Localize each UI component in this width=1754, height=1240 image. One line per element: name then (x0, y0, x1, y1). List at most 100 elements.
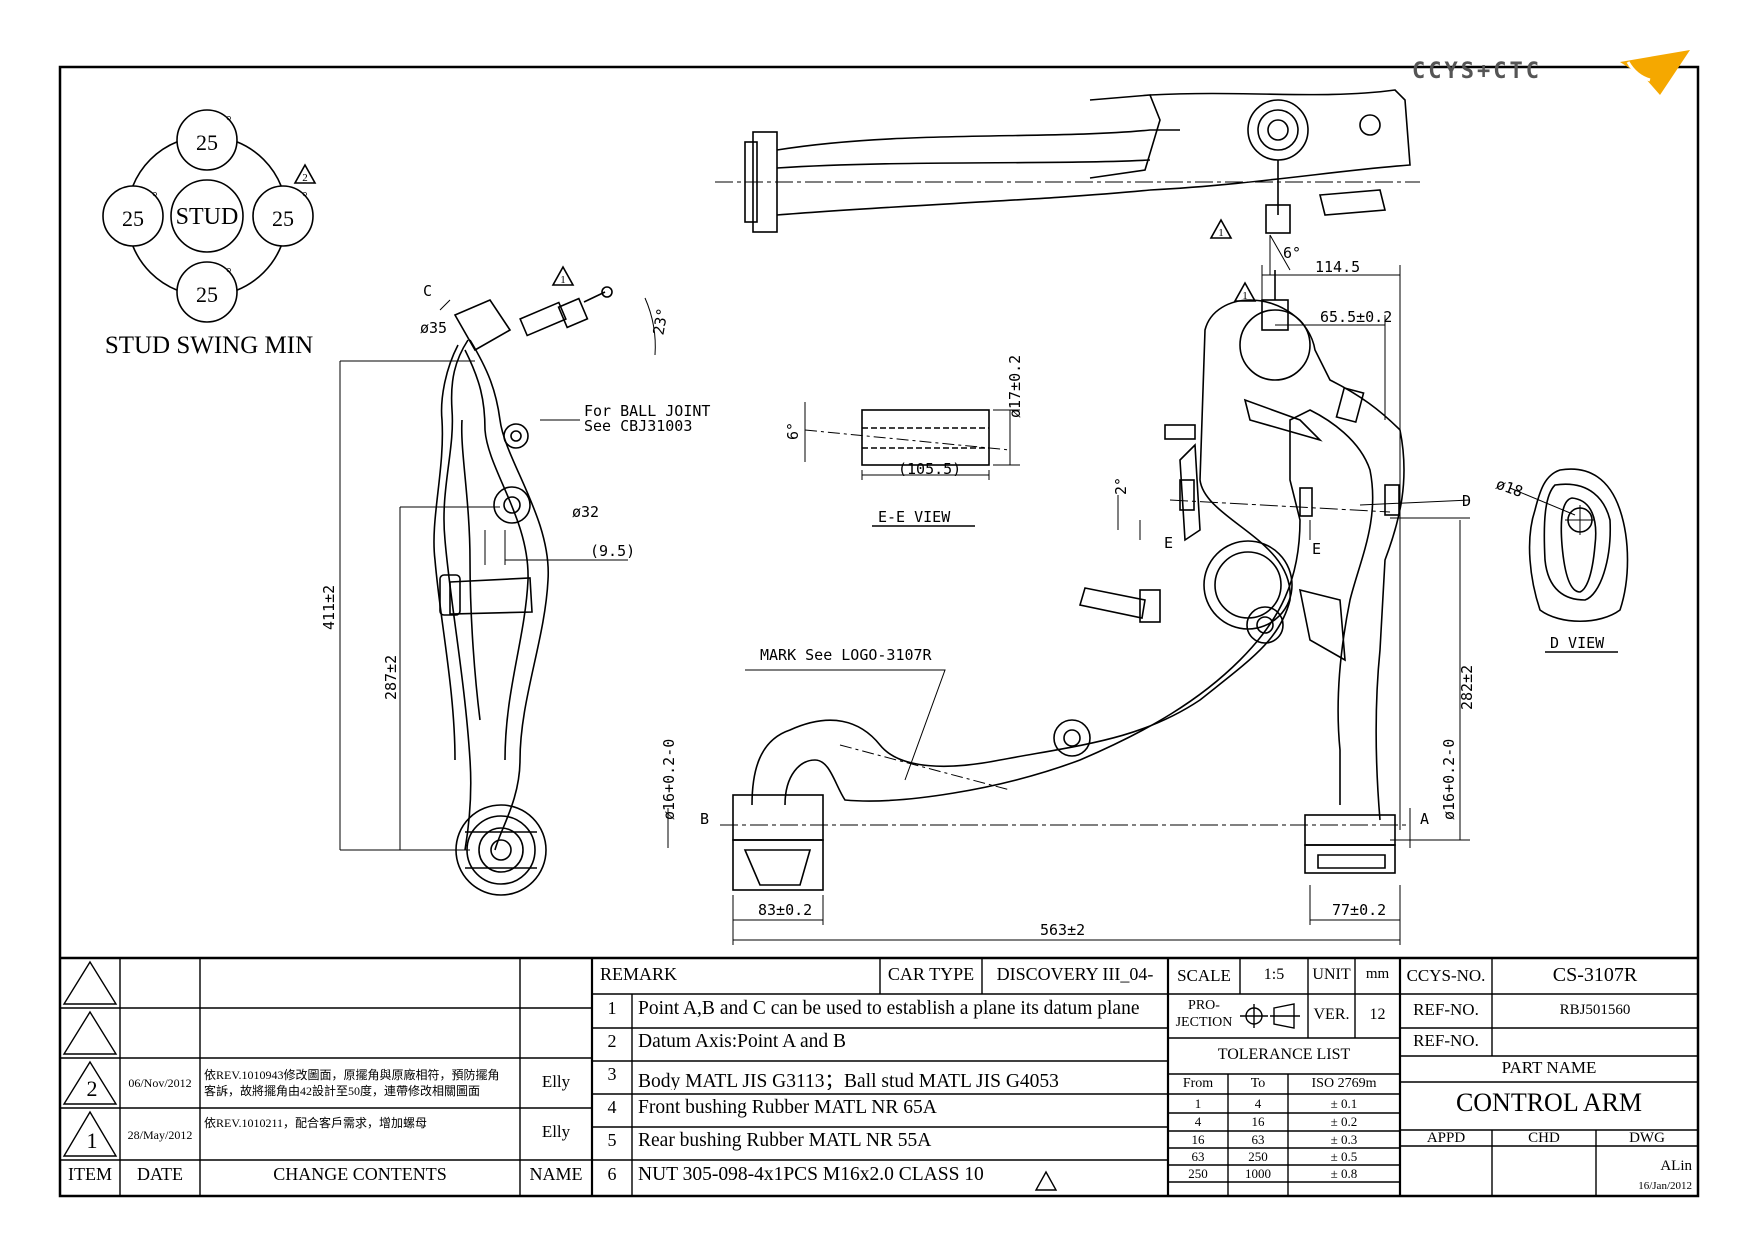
stud-swing-revision: 2 (302, 172, 308, 184)
part-name-value: CONTROL ARM (1455, 1088, 1643, 1117)
rev-date: 06/Nov/2012 (128, 1076, 192, 1090)
ccys-no-label: CCYS-NO. (1406, 966, 1486, 985)
remark-text: Datum Axis:Point A and B (638, 1031, 847, 1052)
stud-angle-right: 25 (272, 206, 294, 231)
remark-text: Rear bushing Rubber MATL NR 55A (638, 1130, 932, 1151)
degree-mark: ° (226, 114, 232, 129)
degree-mark: ° (302, 190, 308, 205)
tolerance-cell: 1000 (1245, 1166, 1271, 1181)
stud-angle-left: 25 (122, 206, 144, 231)
title-block: ITEM DATE CHANGE CONTENTS NAME 2 06/Nov/… (60, 958, 1698, 1196)
remark-no: 4 (607, 1097, 617, 1117)
dim-282: 282±2 (1458, 665, 1476, 710)
side-view (339, 265, 656, 896)
label-e-left: E (1164, 534, 1173, 552)
unit-value: mm (1365, 966, 1390, 982)
dim-65-5: 65.5±0.2 (1320, 308, 1392, 326)
projection-label: JECTION (1175, 1015, 1233, 1030)
dia-18-label: ø18 (1494, 475, 1526, 501)
label-c: C (423, 282, 432, 300)
dia-16-right: ø16+0.2-0 (1440, 739, 1458, 820)
label-a: A (1420, 810, 1429, 828)
remark-no: 1 (607, 998, 617, 1018)
ref-no-label: REF-NO. (1413, 1000, 1479, 1019)
tolerance-cell: ± 0.2 (1330, 1114, 1358, 1129)
ee-angle-6: 6° (784, 422, 802, 440)
drawn-date: 16/Jan/2012 (1638, 1180, 1692, 1192)
d-view-title: D VIEW (1550, 634, 1605, 652)
tolerance-cell: 1 (1194, 1096, 1202, 1111)
d-view (1509, 468, 1629, 653)
rev-header-name: NAME (529, 1164, 583, 1184)
label-d: D (1462, 492, 1471, 510)
ref-no-label: REF-NO. (1413, 1031, 1479, 1050)
mark-note: MARK See LOGO-3107R (760, 646, 933, 664)
rev-date: 28/May/2012 (127, 1128, 193, 1142)
tolerance-cell: 4 (1194, 1114, 1202, 1129)
remark-text: Point A,B and C can be used to establish… (638, 998, 1140, 1019)
tolerance-title: TOLERANCE LIST (1217, 1046, 1351, 1063)
rev-item: 1 (86, 1128, 98, 1153)
tolerance-cell: 16 (1251, 1114, 1265, 1129)
ee-dia-17: ø17±0.2 (1006, 355, 1024, 418)
dim-114-5: 114.5 (1315, 258, 1360, 276)
dim-77: 77±0.2 (1332, 901, 1386, 919)
rev-header-change: CHANGE CONTENTS (273, 1164, 447, 1184)
remark-no: 3 (607, 1064, 617, 1084)
tolerance-cell: ± 0.3 (1330, 1132, 1358, 1147)
front-view-revision: 1 (1242, 290, 1248, 302)
remark-no: 6 (607, 1164, 617, 1184)
top-view (715, 89, 1420, 275)
ee-view (804, 402, 1020, 527)
angle-23-label: 23° (649, 307, 671, 337)
ee-view-title: E-E VIEW (878, 508, 951, 526)
ref-no-value (1492, 1031, 1698, 1055)
unit-label: UNIT (1312, 966, 1351, 983)
stud-swing-caption: STUD SWING MIN (105, 332, 313, 359)
tolerance-header: To (1250, 1076, 1266, 1091)
projection-label: PRO- (1188, 998, 1220, 1013)
dia-32-label: ø32 (572, 503, 599, 521)
dwg-label: DWG (1629, 1130, 1665, 1146)
ball-joint-note-1: For BALL JOINT (584, 402, 710, 420)
rev-change-line: 客訴，故將擺角由42設計至50度，連帶修改相關圖面 (204, 1084, 481, 1098)
drawn-by: ALin (1660, 1158, 1692, 1174)
part-name-label: PART NAME (1501, 1058, 1597, 1077)
ref-no-value: RBJ501560 (1559, 1002, 1631, 1018)
remark-text: NUT 305-098-4x1PCS M16x2.0 CLASS 10 (638, 1164, 984, 1185)
dim-563: 563±2 (1040, 921, 1085, 939)
tolerance-header: ISO 2769m (1311, 1076, 1377, 1091)
tolerance-cell: 63 (1251, 1132, 1265, 1147)
ccys-no-value: CS-3107R (1552, 964, 1638, 986)
dim-287: 287±2 (382, 655, 400, 700)
tolerance-header: From (1182, 1076, 1214, 1091)
remark-header: REMARK (600, 964, 678, 984)
tolerance-cell: 250 (1248, 1149, 1268, 1164)
rev-header-item: ITEM (68, 1164, 112, 1184)
dia-16-left: ø16+0.2-0 (660, 739, 678, 820)
label-b: B (700, 810, 709, 828)
ver-label: VER. (1313, 1006, 1350, 1023)
degree-mark: ° (226, 266, 232, 281)
tolerance-cell: 63 (1191, 1149, 1205, 1164)
stud-angle-bottom: 25 (196, 282, 218, 307)
ver-value: 12 (1369, 1006, 1386, 1023)
rev-name: Elly (541, 1072, 571, 1091)
stud-center-label: STUD (176, 204, 239, 230)
dia-35-label: ø35 (420, 319, 447, 337)
remark-no: 2 (607, 1031, 617, 1051)
tolerance-cell: 4 (1254, 1096, 1262, 1111)
rev-change-line: 依REV.1010211，配合客戶需求，增加螺母 (204, 1116, 428, 1130)
scale-value: 1:5 (1263, 966, 1285, 983)
tolerance-cell: 250 (1188, 1166, 1208, 1181)
top-view-revision: 1 (1218, 227, 1224, 239)
appd-label: APPD (1426, 1130, 1466, 1146)
front-view (667, 265, 1471, 945)
title-block-grid (60, 958, 1698, 1196)
remark-text: Front bushing Rubber MATL NR 65A (638, 1097, 937, 1118)
tolerance-cell: 16 (1191, 1132, 1205, 1147)
dim-411: 411±2 (320, 585, 338, 630)
degree-mark: ° (152, 190, 158, 205)
car-type-value: DISCOVERY III_04- (996, 964, 1154, 984)
